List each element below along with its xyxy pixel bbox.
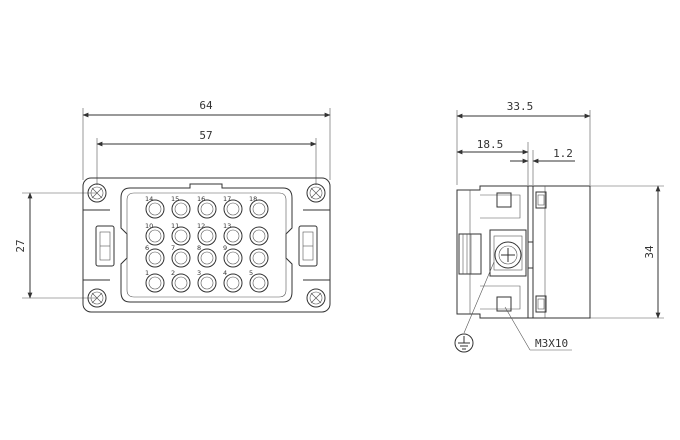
contact-pin-inner	[174, 251, 188, 265]
pin-number: 11	[171, 222, 179, 230]
contact-pin-inner	[200, 229, 214, 243]
pin-number: 14	[145, 195, 153, 203]
contact-pin-inner	[200, 202, 214, 216]
contact-pin	[171, 273, 191, 293]
latch-left	[95, 225, 115, 267]
pin-number: 10	[145, 222, 153, 230]
contact-pin	[171, 199, 191, 219]
contact-pin-inner	[252, 251, 266, 265]
mounting-screw-top-left	[87, 183, 107, 203]
contact-pin	[197, 248, 217, 268]
contact-pin-inner	[226, 229, 240, 243]
front-housing	[82, 177, 331, 313]
contact-pin-inner	[174, 229, 188, 243]
pin-number: 18	[249, 195, 257, 203]
contact-pin-inner	[226, 251, 240, 265]
pin-number: 9	[223, 244, 227, 252]
mounting-screw-bottom-left	[87, 288, 107, 308]
dimension-flange: 1.2	[510, 147, 575, 185]
pin-number: 15	[171, 195, 179, 203]
dim-label-64: 64	[199, 99, 213, 112]
contact-pin	[223, 226, 243, 246]
contact-pin	[145, 273, 165, 293]
contact-pin-inner	[200, 251, 214, 265]
contact-pin	[197, 273, 217, 293]
contact-pin	[145, 248, 165, 268]
contact-pin	[249, 226, 269, 246]
pin-number: 6	[145, 244, 149, 252]
dim-label-1-2: 1.2	[553, 147, 573, 160]
contact-pin-inner	[200, 276, 214, 290]
latch-right	[298, 225, 318, 267]
pin-number: 2	[171, 269, 175, 277]
dimension-overall-length: 33.5	[456, 100, 591, 185]
earth-screw	[494, 241, 522, 269]
contact-pin	[145, 226, 165, 246]
dim-label-33-5: 33.5	[507, 100, 534, 113]
pin-number: 12	[197, 222, 205, 230]
pin-number: 3	[197, 269, 201, 277]
contact-pin-inner	[148, 229, 162, 243]
screw-callout: M3X10	[504, 306, 572, 351]
pin-number: 16	[197, 195, 205, 203]
pin-number: 1	[145, 269, 149, 277]
crimp-screw-top	[496, 191, 547, 209]
dim-label-27: 27	[14, 239, 27, 252]
contact-pin	[223, 199, 243, 219]
contact-pin	[249, 248, 269, 268]
contact-pin	[145, 199, 165, 219]
side-housing	[456, 185, 591, 319]
contact-pin-inner	[148, 276, 162, 290]
contact-pin-inner	[252, 229, 266, 243]
contact-pin-inner	[226, 276, 240, 290]
pin-number: 13	[223, 222, 231, 230]
dimension-height-side: 34	[590, 185, 664, 319]
dim-label-34: 34	[643, 245, 656, 259]
dimension-overall-width: 64	[82, 99, 331, 180]
front-view: 64 57 27	[14, 99, 331, 313]
pin-number: 8	[197, 244, 201, 252]
contact-pin	[197, 199, 217, 219]
side-view: 33.5 18.5 1.2 34	[454, 100, 664, 353]
contact-pin	[249, 273, 269, 293]
dim-label-57: 57	[199, 129, 212, 142]
pin-number: 4	[223, 269, 227, 277]
contact-pin-inner	[252, 276, 266, 290]
contact-pin	[197, 226, 217, 246]
contact-pin	[223, 248, 243, 268]
mounting-screw-bottom-right	[306, 288, 326, 308]
pin-number: 7	[171, 244, 175, 252]
contact-pin	[249, 199, 269, 219]
contact-pin-inner	[148, 251, 162, 265]
dimension-height-front: 27	[14, 192, 97, 299]
mounting-screw-top-right	[306, 183, 326, 203]
contact-pin-inner	[226, 202, 240, 216]
contact-pin	[171, 248, 191, 268]
dimension-screw-spacing: 57	[96, 129, 317, 185]
dimension-front-depth: 18.5	[456, 138, 529, 185]
contact-pin-inner	[174, 202, 188, 216]
contact-pin	[223, 273, 243, 293]
pin-insert-outline	[120, 183, 293, 303]
crimp-screw-bottom	[496, 295, 547, 313]
contact-pin	[171, 226, 191, 246]
ground-icon	[454, 261, 495, 353]
screw-label: M3X10	[535, 337, 568, 350]
pin-number: 5	[249, 269, 253, 277]
earth-terminal	[458, 229, 527, 277]
pin-number: 17	[223, 195, 231, 203]
contact-pin-inner	[148, 202, 162, 216]
contact-pin-inner	[252, 202, 266, 216]
contact-pin-inner	[174, 276, 188, 290]
dim-label-18-5: 18.5	[477, 138, 504, 151]
